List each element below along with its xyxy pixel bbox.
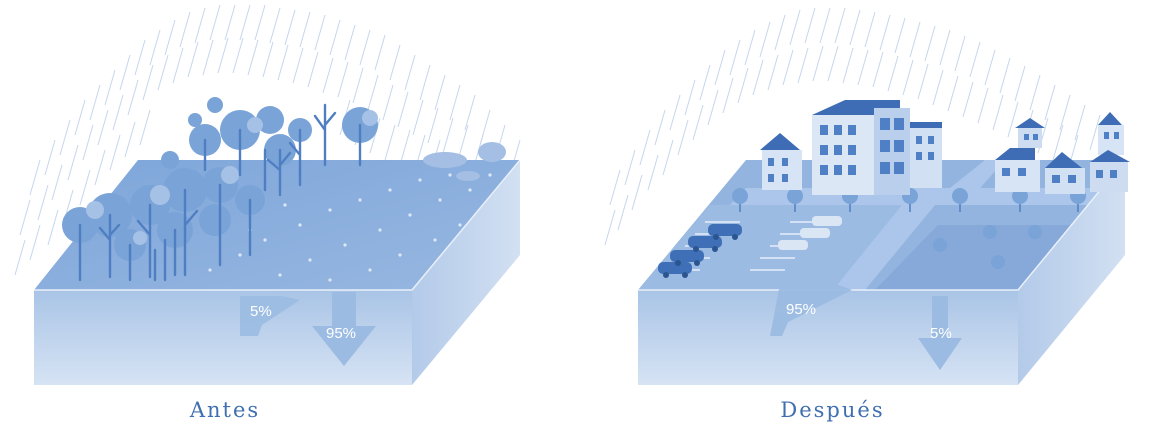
before-panel: 5% 95% Antes (0, 0, 590, 434)
after-panel: 95% 5% Después (590, 0, 1175, 434)
runoff-percentage-label: 5% (250, 303, 272, 320)
apartment-buildings (760, 100, 942, 195)
runoff-percentage-label: 95% (786, 301, 816, 318)
ground-front-face (638, 290, 1018, 385)
after-illustration: 95% 5% (590, 0, 1175, 434)
houses (995, 112, 1130, 194)
infiltration-percentage-label: 5% (930, 325, 952, 342)
before-caption: Antes (0, 398, 520, 422)
before-illustration: 5% 95% (0, 0, 590, 434)
after-caption: Después (540, 398, 1125, 422)
infiltration-percentage-label: 95% (326, 325, 356, 342)
